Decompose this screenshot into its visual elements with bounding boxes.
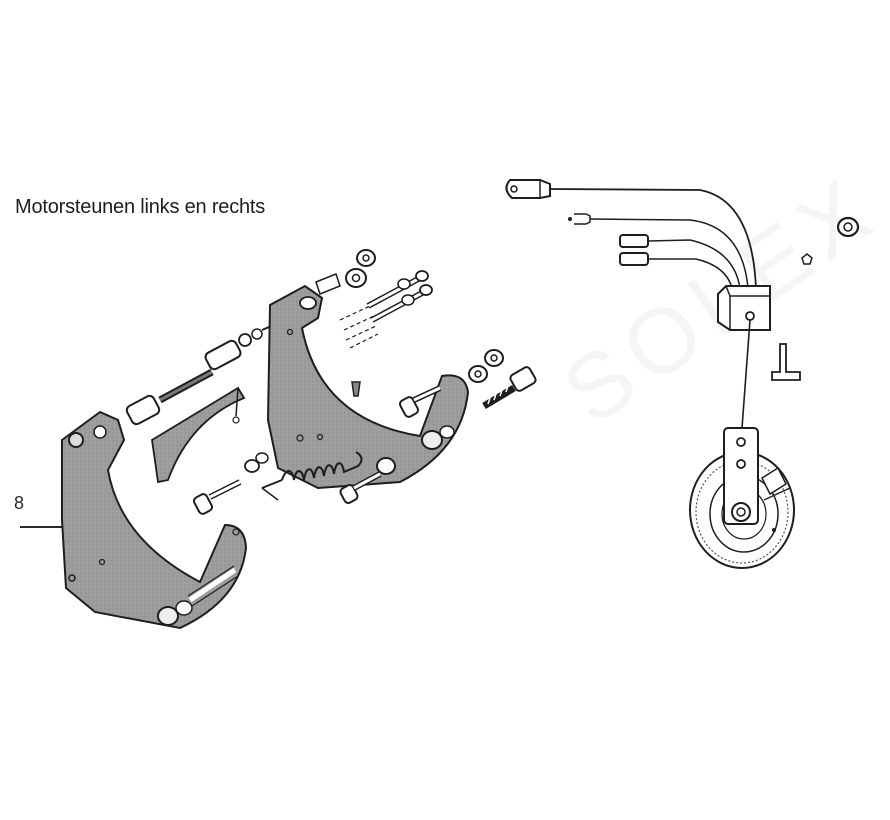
diagram-caption: Motorsteunen links en rechts bbox=[15, 196, 266, 218]
bolts bbox=[193, 270, 537, 515]
left-engine-bracket bbox=[61, 410, 248, 630]
pulley-wheel bbox=[689, 427, 795, 569]
callout-label-8: 8 bbox=[14, 493, 25, 513]
junction-box bbox=[717, 285, 771, 429]
callout-leader-line bbox=[20, 526, 62, 528]
tension-spring bbox=[261, 451, 363, 501]
right-engine-bracket bbox=[266, 284, 470, 490]
wiring-harness bbox=[505, 179, 757, 289]
t-bracket bbox=[771, 343, 801, 381]
support-strut bbox=[151, 386, 246, 484]
nuts-washers bbox=[315, 216, 860, 383]
through-bolt bbox=[125, 317, 291, 426]
